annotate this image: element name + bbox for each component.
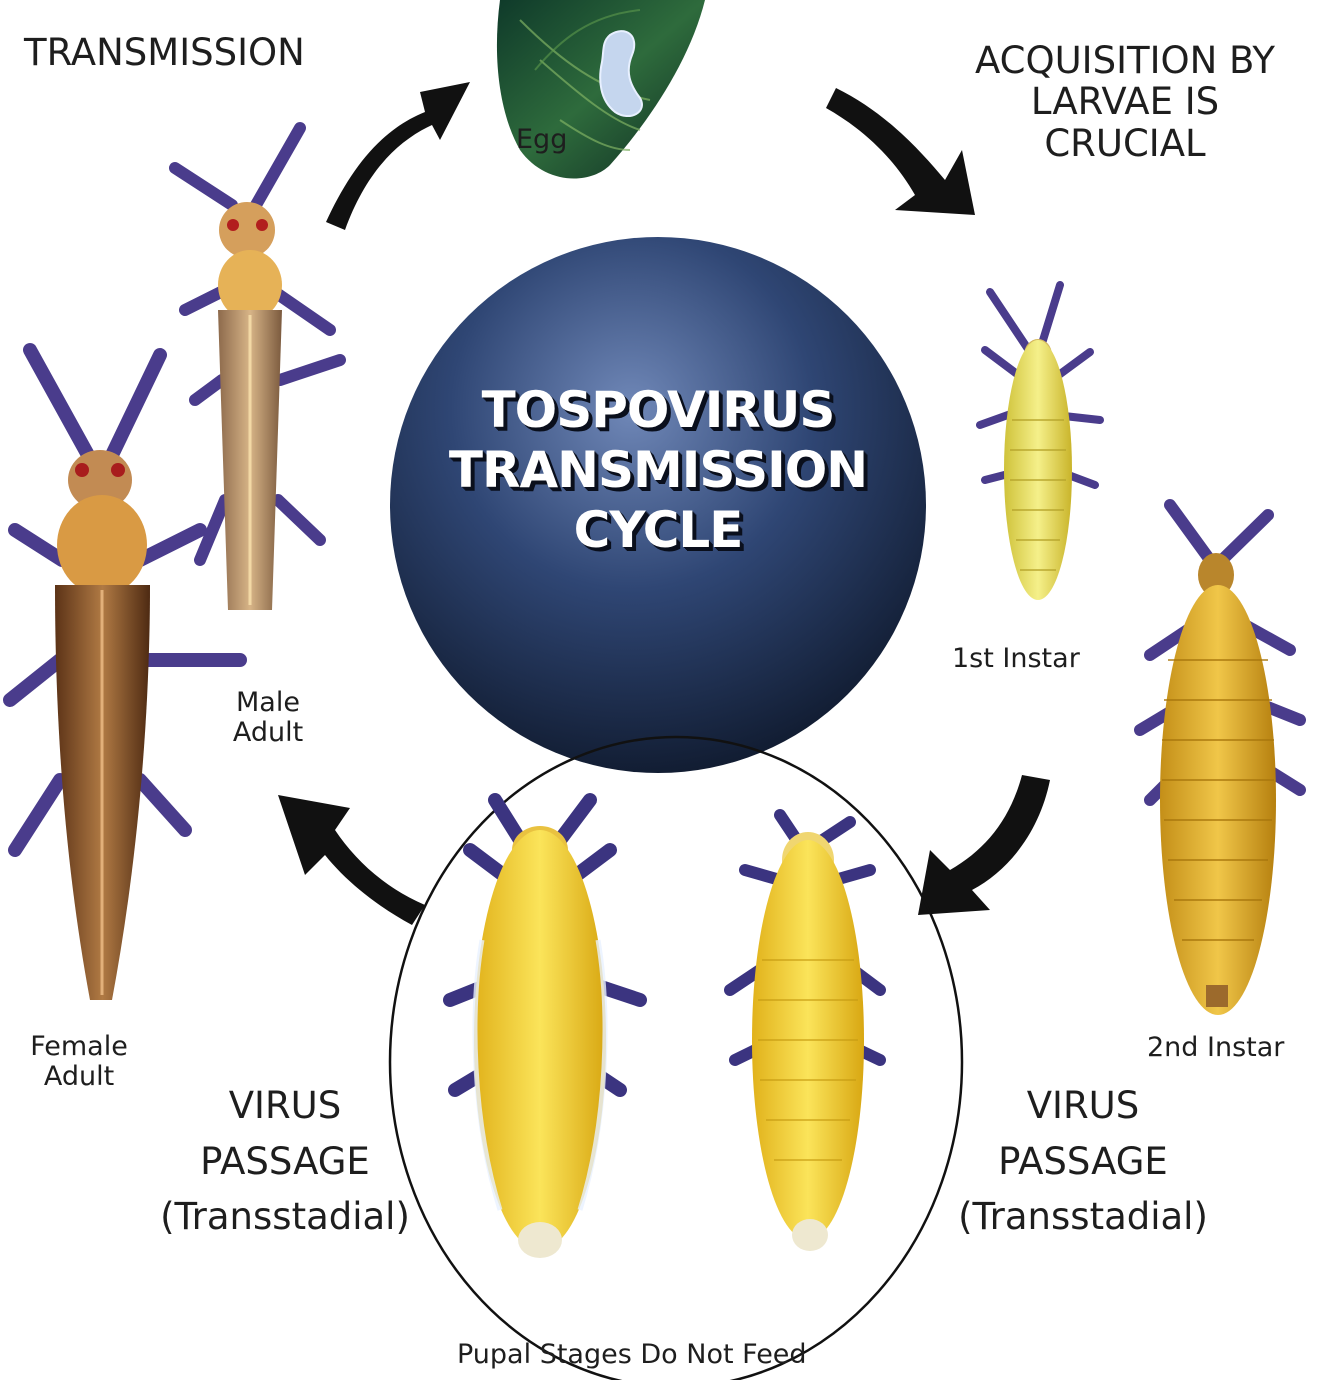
- label-virus-passage-right: VIRUS PASSAGE (Transstadial): [938, 1078, 1228, 1245]
- arrow-adult-to-egg: [326, 82, 470, 230]
- female-adult-image: [10, 350, 240, 1000]
- label-male-adult: Male Adult: [218, 688, 318, 748]
- pupa-image: [730, 815, 880, 1251]
- label-egg: Egg: [516, 125, 567, 155]
- label-virus-passage-left: VIRUS PASSAGE (Transstadial): [140, 1078, 430, 1245]
- second-instar-larva-image: [1140, 505, 1300, 1015]
- label-pupal-note: Pupal Stages Do Not Feed: [457, 1340, 807, 1370]
- label-second-instar: 2nd Instar: [1147, 1033, 1284, 1063]
- center-title: TOSPOVIRUS TRANSMISSION CYCLE: [408, 380, 908, 560]
- label-female-adult: Female Adult: [24, 1032, 134, 1092]
- arrow-pupa-to-adult: [278, 795, 425, 925]
- first-instar-larva-image: [980, 285, 1100, 600]
- label-transmission: TRANSMISSION: [24, 32, 305, 73]
- prepupa-image: [450, 800, 640, 1258]
- label-first-instar: 1st Instar: [952, 644, 1080, 674]
- label-acquisition: ACQUISITION BY LARVAE IS CRUCIAL: [950, 40, 1300, 164]
- arrow-larva-to-pupa: [918, 775, 1050, 915]
